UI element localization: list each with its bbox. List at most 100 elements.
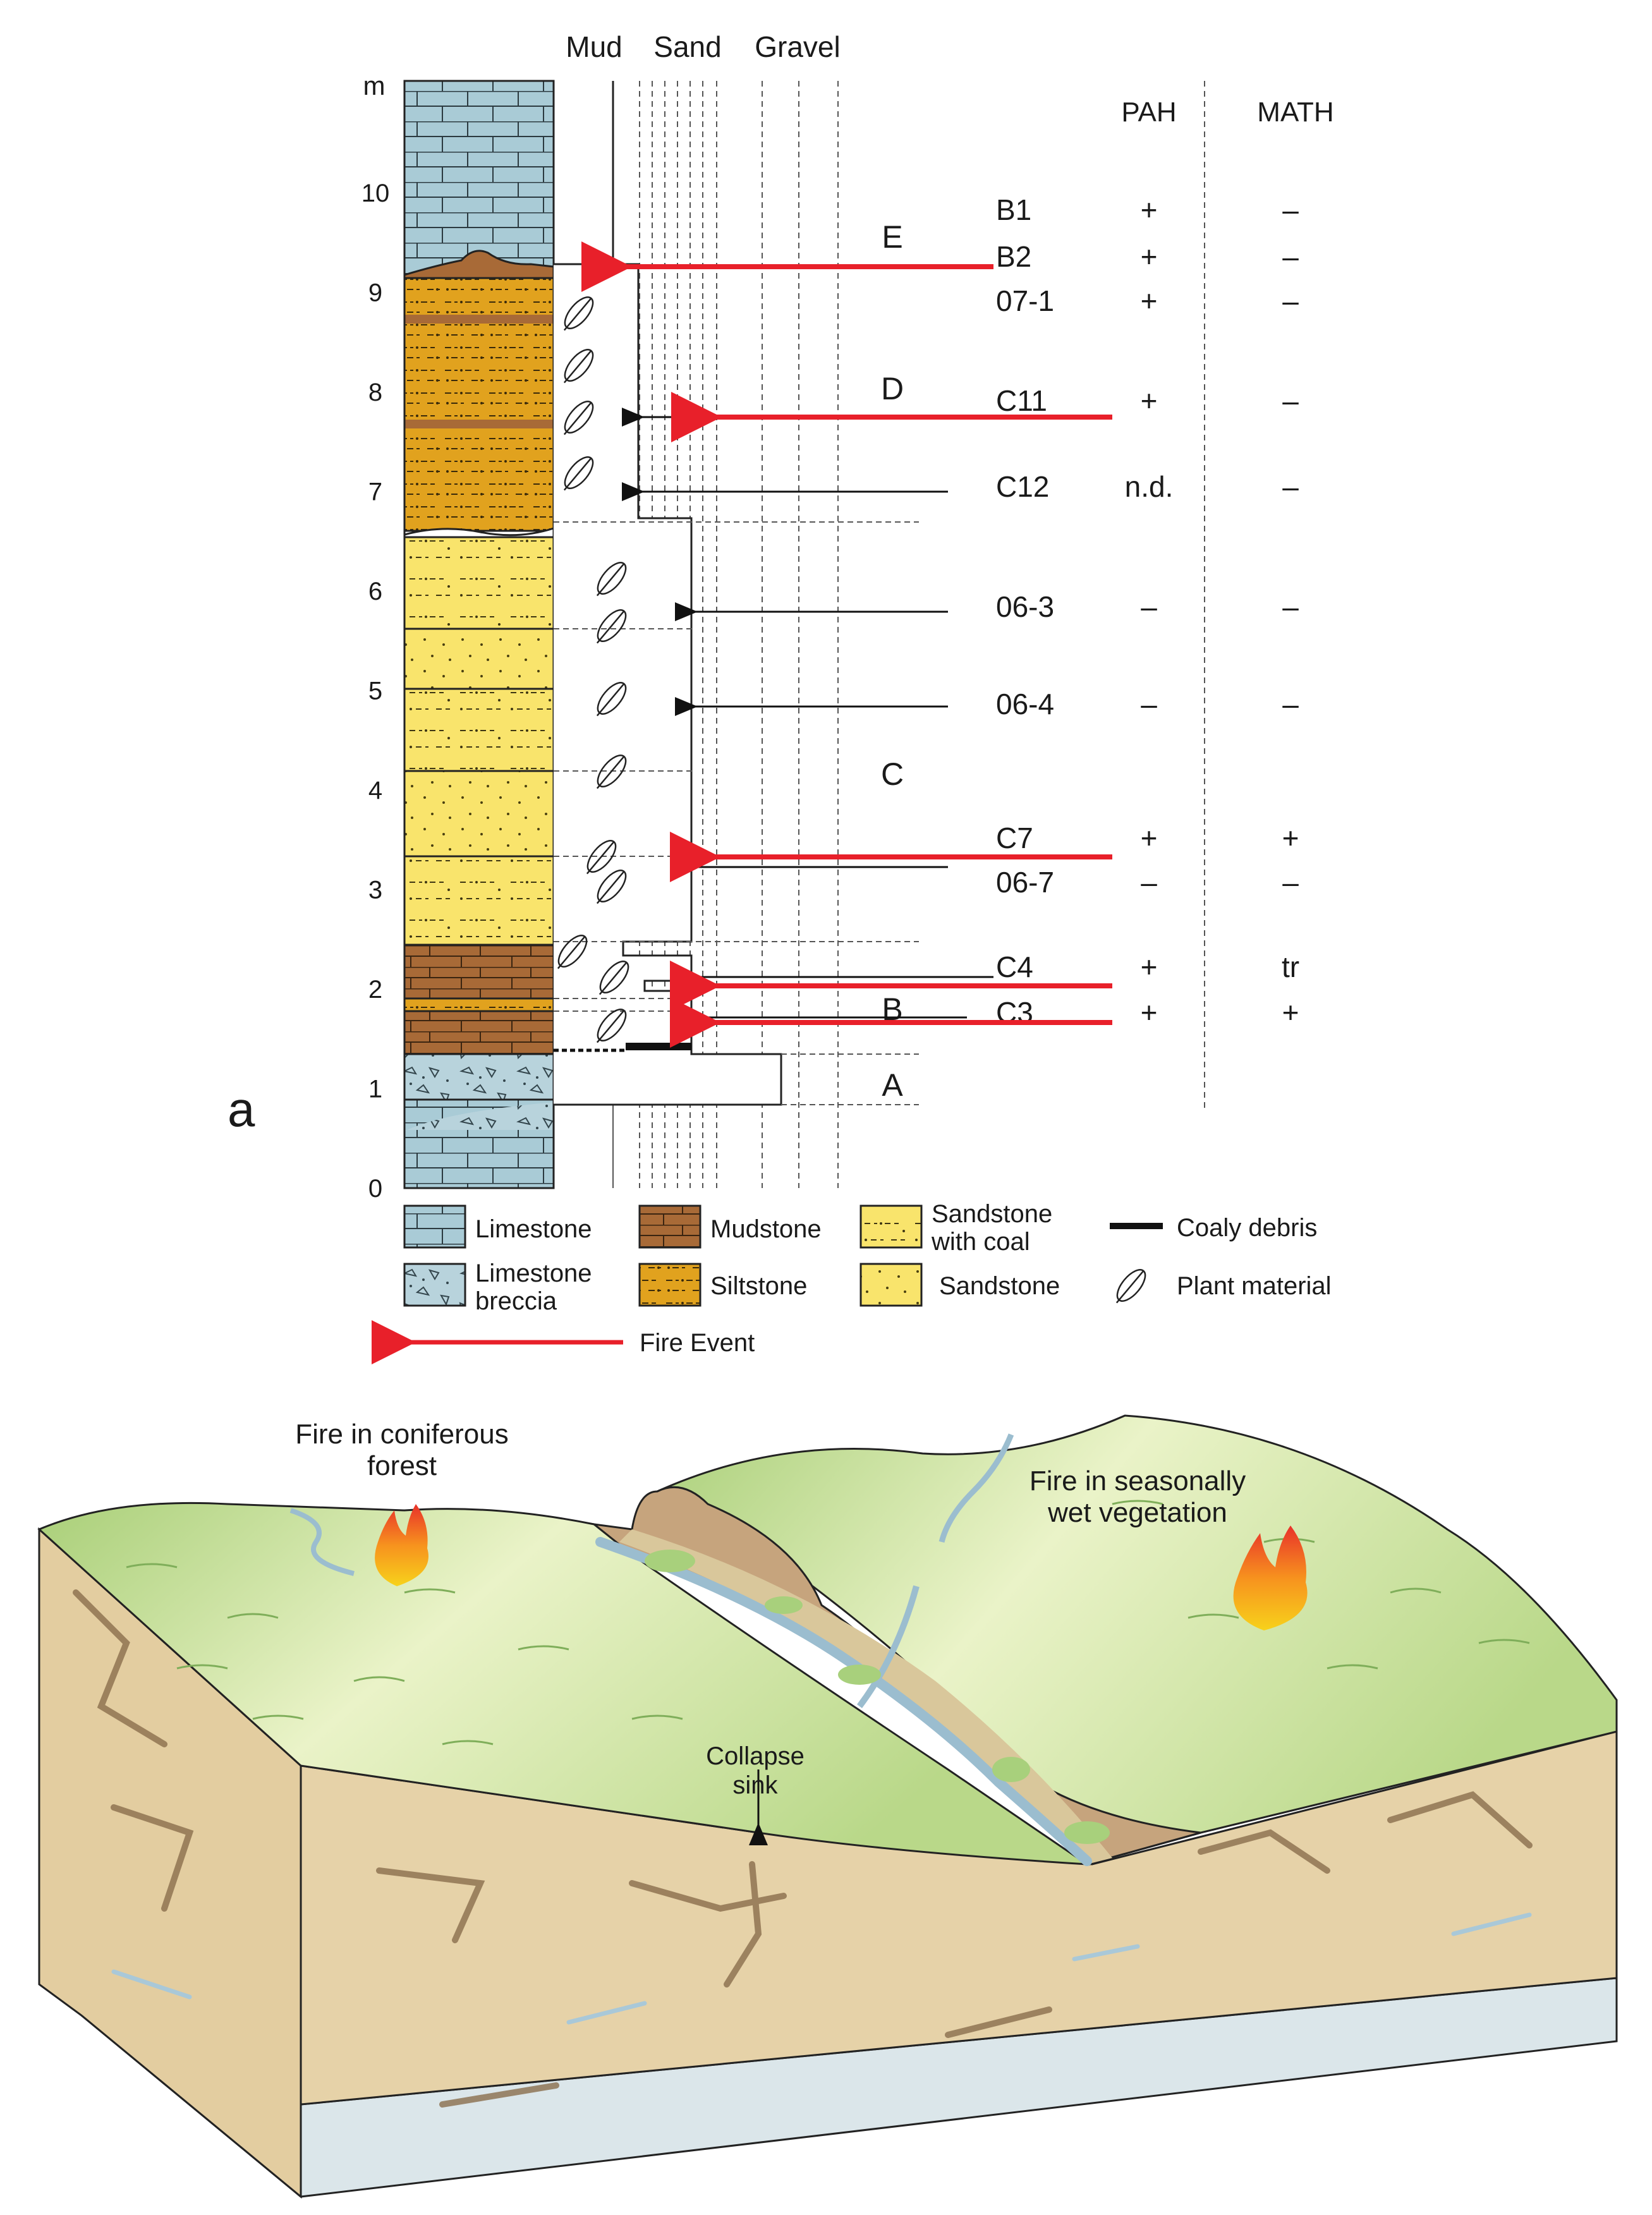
karst-fissures bbox=[73, 1589, 1533, 2108]
sample-math: – bbox=[1282, 240, 1299, 273]
sample-math: – bbox=[1282, 688, 1299, 720]
legend-label-breccia-1: Limestone bbox=[475, 1259, 592, 1287]
grain-size-profile bbox=[554, 263, 782, 1106]
sample-id: C4 bbox=[996, 950, 1033, 983]
depth-tick-label: 6 bbox=[368, 578, 382, 605]
legend-label-fire-event: Fire Event bbox=[640, 1329, 755, 1357]
leaf-icon bbox=[596, 755, 627, 789]
unit-label-a: A bbox=[882, 1067, 903, 1103]
stream-right bbox=[938, 1433, 1014, 1543]
layer-sandstone-1 bbox=[403, 628, 555, 690]
sample-pah: + bbox=[1141, 822, 1158, 854]
depth-tick-label: 1 bbox=[368, 1076, 382, 1103]
legend-label-coaly-debris: Coaly debris bbox=[1177, 1214, 1317, 1242]
sample-id: B1 bbox=[996, 193, 1031, 226]
leaf-icon bbox=[586, 840, 617, 875]
leaf-icon bbox=[1115, 1269, 1146, 1304]
leaf-icon bbox=[563, 349, 594, 384]
sample-id: C11 bbox=[996, 384, 1047, 417]
layer-sandstone-coal-1 bbox=[403, 536, 555, 630]
sample-pah: n.d. bbox=[1125, 470, 1174, 503]
sample-id: 06-3 bbox=[996, 590, 1054, 623]
leaf-icon bbox=[596, 682, 627, 717]
layer-mudstone-mound bbox=[403, 250, 555, 279]
lithology-column bbox=[403, 80, 555, 1189]
sample-math: – bbox=[1282, 866, 1299, 899]
sample-math: – bbox=[1282, 284, 1299, 317]
depth-tick-label: 4 bbox=[368, 777, 382, 804]
legend: Limestone Limestone breccia Mudstone Sil… bbox=[372, 1200, 1332, 1364]
leaf-icon bbox=[563, 296, 594, 331]
layer-mudstone-band-1 bbox=[404, 315, 554, 324]
layer-erosion-surface bbox=[403, 526, 555, 538]
legend-label-mudstone: Mudstone bbox=[710, 1215, 822, 1243]
layer-sandstone-coal-3 bbox=[403, 855, 555, 946]
collapse-sink-label-1: Collapse bbox=[706, 1742, 805, 1770]
legend-swatch-sandstone-coal bbox=[859, 1205, 923, 1249]
fire-icon-wet-vegetation bbox=[1233, 1526, 1308, 1630]
header-pah: PAH bbox=[1121, 97, 1176, 128]
sample-id: C7 bbox=[996, 822, 1033, 854]
plateau-right bbox=[655, 1414, 1618, 1866]
layer-sandstone-coal-2 bbox=[403, 688, 555, 772]
unit-label-d: D bbox=[881, 371, 904, 406]
layer-mudstone-upper bbox=[403, 944, 555, 1000]
header-sand: Sand bbox=[653, 30, 721, 63]
sample-math: – bbox=[1282, 193, 1299, 226]
plateau-left bbox=[37, 1502, 1091, 1866]
sample-id: C12 bbox=[996, 470, 1049, 503]
sample-pah: + bbox=[1141, 950, 1158, 983]
bedrock-fissures bbox=[111, 1912, 1532, 2025]
legend-swatch-siltstone bbox=[638, 1263, 701, 1307]
sample-pah: + bbox=[1141, 193, 1158, 226]
sample-id: 07-1 bbox=[996, 284, 1054, 317]
depth-tick-label: 5 bbox=[368, 677, 382, 705]
leaf-icon bbox=[596, 609, 627, 644]
plant-material-symbols bbox=[557, 296, 629, 1043]
sample-math: – bbox=[1282, 470, 1299, 503]
sample-arrows bbox=[581, 241, 1112, 1048]
fire-icon-coniferous bbox=[375, 1504, 428, 1586]
leaf-icon bbox=[563, 456, 594, 491]
legend-swatch-mudstone bbox=[638, 1205, 701, 1249]
depth-tick-label: 9 bbox=[368, 279, 382, 307]
panel-b-landscape-block: b bbox=[37, 1414, 1618, 2199]
legend-label-siltstone: Siltstone bbox=[710, 1272, 807, 1300]
leaf-icon bbox=[596, 562, 627, 597]
legend-label-sandstone-coal-2: with coal bbox=[931, 1228, 1030, 1256]
header-math: MATH bbox=[1257, 97, 1333, 128]
sample-math: + bbox=[1282, 996, 1299, 1029]
depth-tick-label: 10 bbox=[361, 179, 390, 207]
leaf-icon bbox=[557, 935, 588, 969]
sample-pah: + bbox=[1141, 240, 1158, 273]
sample-math: + bbox=[1282, 822, 1299, 854]
legend-swatch-limestone bbox=[403, 1205, 466, 1249]
sample-id: 06-7 bbox=[996, 866, 1054, 899]
fire-wet-label-2: wet vegetation bbox=[1047, 1497, 1227, 1528]
panel-a-label: a bbox=[228, 1081, 255, 1137]
collapse-sink-label-2: sink bbox=[732, 1771, 778, 1799]
grass-marks bbox=[126, 1500, 1530, 1745]
layer-siltstone-thin bbox=[403, 997, 555, 1012]
layer-mudstone-lower bbox=[403, 1010, 555, 1055]
legend-label-limestone: Limestone bbox=[475, 1215, 592, 1243]
river bbox=[595, 1537, 1092, 1866]
leaf-icon bbox=[596, 870, 627, 904]
sample-id: 06-4 bbox=[996, 688, 1054, 720]
stream-left bbox=[289, 1508, 355, 1576]
leaf-icon bbox=[563, 401, 594, 435]
sample-pah: + bbox=[1141, 384, 1158, 417]
unit-label-e: E bbox=[882, 219, 902, 255]
unit-label-c: C bbox=[881, 756, 904, 792]
leaf-icon bbox=[598, 961, 629, 995]
legend-label-sandstone: Sandstone bbox=[939, 1272, 1060, 1300]
sample-pah: – bbox=[1141, 866, 1157, 899]
layer-sandstone-2 bbox=[403, 770, 555, 858]
depth-tick-label: 2 bbox=[368, 976, 382, 1004]
sample-id: B2 bbox=[996, 240, 1031, 273]
breccia-base-contact bbox=[404, 1102, 554, 1131]
header-mud: Mud bbox=[566, 30, 622, 63]
